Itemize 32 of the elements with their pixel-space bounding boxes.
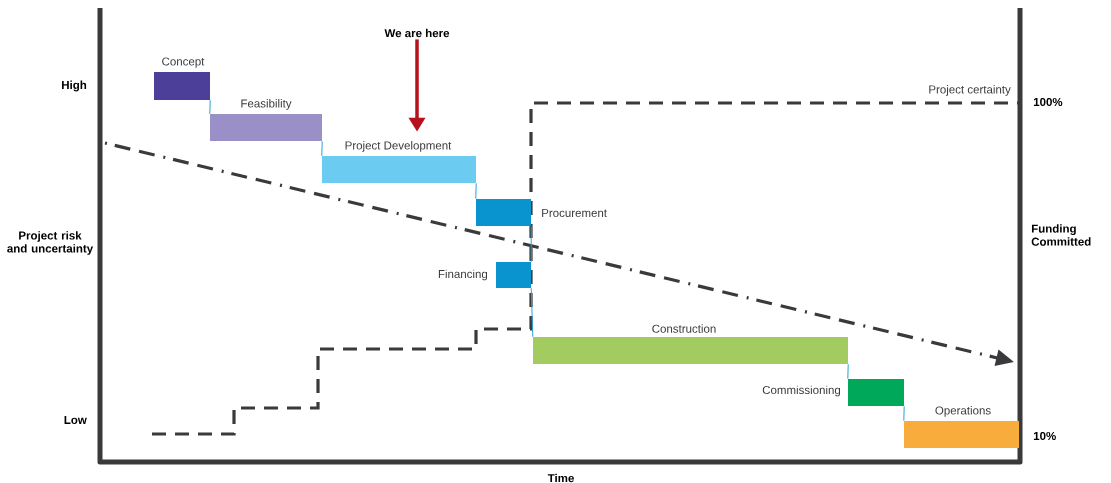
- node-label: Procurement: [542, 209, 607, 218]
- connector-line: [847, 363, 849, 380]
- node-label: Financing: [438, 269, 488, 281]
- node-label: Project Development: [345, 141, 452, 152]
- phase-bar: Concept: [154, 57, 210, 100]
- axis-label: Funding Committed: [1031, 224, 1091, 246]
- phase-bar: Operations: [904, 406, 1019, 448]
- connector-line: [475, 182, 477, 200]
- axis-label: Project certainty: [929, 85, 1011, 96]
- axis-label: Low: [64, 416, 87, 424]
- connector-line: [530, 287, 534, 338]
- axis-label: 10%: [1033, 431, 1056, 441]
- node-label: Concept: [162, 57, 205, 68]
- axis-label: Time: [547, 473, 574, 483]
- phase-bar: Feasibility: [210, 99, 322, 141]
- connector-line: [530, 225, 532, 263]
- node-label: Feasibility: [241, 99, 292, 110]
- node-label: Commissioning: [762, 385, 841, 397]
- connector-line: [209, 99, 211, 115]
- node-label: Construction: [652, 324, 716, 333]
- axis-label: 100%: [1033, 97, 1063, 107]
- connector-line: [903, 405, 905, 422]
- phase-bar: Financing: [438, 262, 531, 288]
- phase-bar: Commissioning: [762, 379, 904, 406]
- phase-bar: Project Development: [322, 141, 476, 183]
- phase-bar: Procurement: [476, 199, 607, 226]
- connector-line: [321, 140, 323, 157]
- phase-bar: Construction: [533, 324, 848, 364]
- axis-label: Project risk and uncertainty: [7, 231, 94, 255]
- axis-label: High: [62, 80, 87, 92]
- callout-text: We are here: [384, 28, 450, 38]
- node-label: Operations: [935, 406, 991, 417]
